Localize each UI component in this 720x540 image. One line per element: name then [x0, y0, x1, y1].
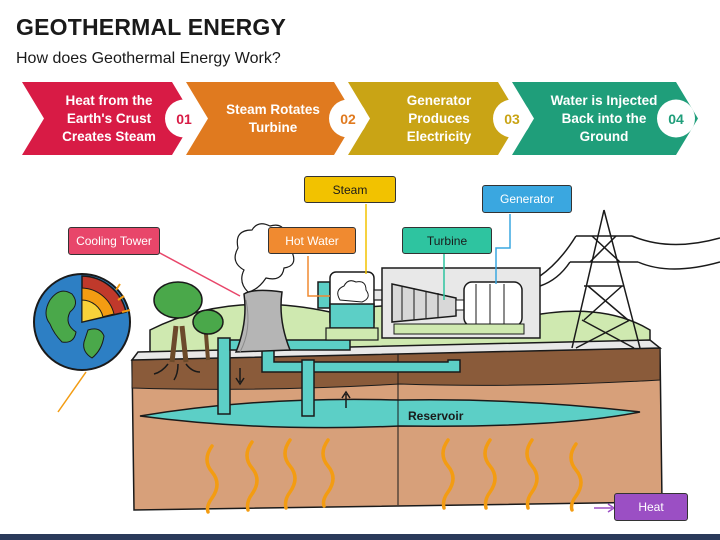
reservoir-label: Reservoir — [408, 409, 464, 423]
heat-label: Heat — [614, 493, 688, 521]
step-1-number-badge — [165, 99, 203, 138]
process-steps: Heat from the Earth's Crust Creates Stea… — [22, 82, 698, 155]
step-2-number: 02 — [340, 110, 356, 127]
page-subtitle: How does Geothermal Energy Work? — [16, 50, 281, 67]
step-chevrons — [22, 82, 698, 155]
generator-icon — [463, 281, 523, 327]
transmission-tower-icon — [539, 209, 720, 349]
turbine-icon — [391, 283, 457, 323]
footer-bar — [0, 534, 720, 540]
power-house — [381, 267, 541, 339]
step-4-text: Water is Injected Back into the Ground — [550, 92, 658, 144]
geothermal-plant-illustration — [33, 204, 720, 514]
generator-label: Generator — [482, 185, 572, 213]
pipes — [217, 281, 461, 417]
step-3-number: 03 — [504, 110, 520, 127]
step-3-chevron — [348, 82, 520, 155]
step-3-number-badge — [493, 99, 531, 138]
step-1-number: 01 — [176, 110, 192, 127]
page-title: GEOTHERMAL ENERGY — [16, 14, 287, 40]
down-arrow-icon — [235, 368, 245, 386]
tree-icon — [153, 281, 224, 381]
step-4-chevron — [512, 82, 698, 155]
heat-waves — [205, 438, 583, 514]
globe-pointer-line — [57, 371, 87, 413]
step-3-text: Generator Produces Electricity — [406, 92, 472, 144]
step-4-number-badge — [657, 99, 695, 138]
step-4-number: 04 — [668, 110, 684, 127]
hot-water-label: Hot Water — [268, 227, 356, 254]
step-1-text: Heat from the Earth's Crust Creates Stea… — [62, 92, 156, 144]
step-2-text: Steam Rotates Turbine — [226, 101, 320, 135]
cooling-tower-label: Cooling Tower — [68, 227, 160, 255]
step-2-number-badge — [329, 99, 367, 138]
steam-separator — [325, 271, 389, 341]
callout-leader-lines — [157, 204, 616, 513]
step-1-chevron — [22, 82, 194, 155]
up-arrow-icon — [341, 390, 351, 408]
earth-globe-icon — [33, 273, 131, 371]
step-2-chevron — [186, 82, 356, 155]
steam-label: Steam — [304, 176, 396, 203]
turbine-label: Turbine — [402, 227, 492, 254]
